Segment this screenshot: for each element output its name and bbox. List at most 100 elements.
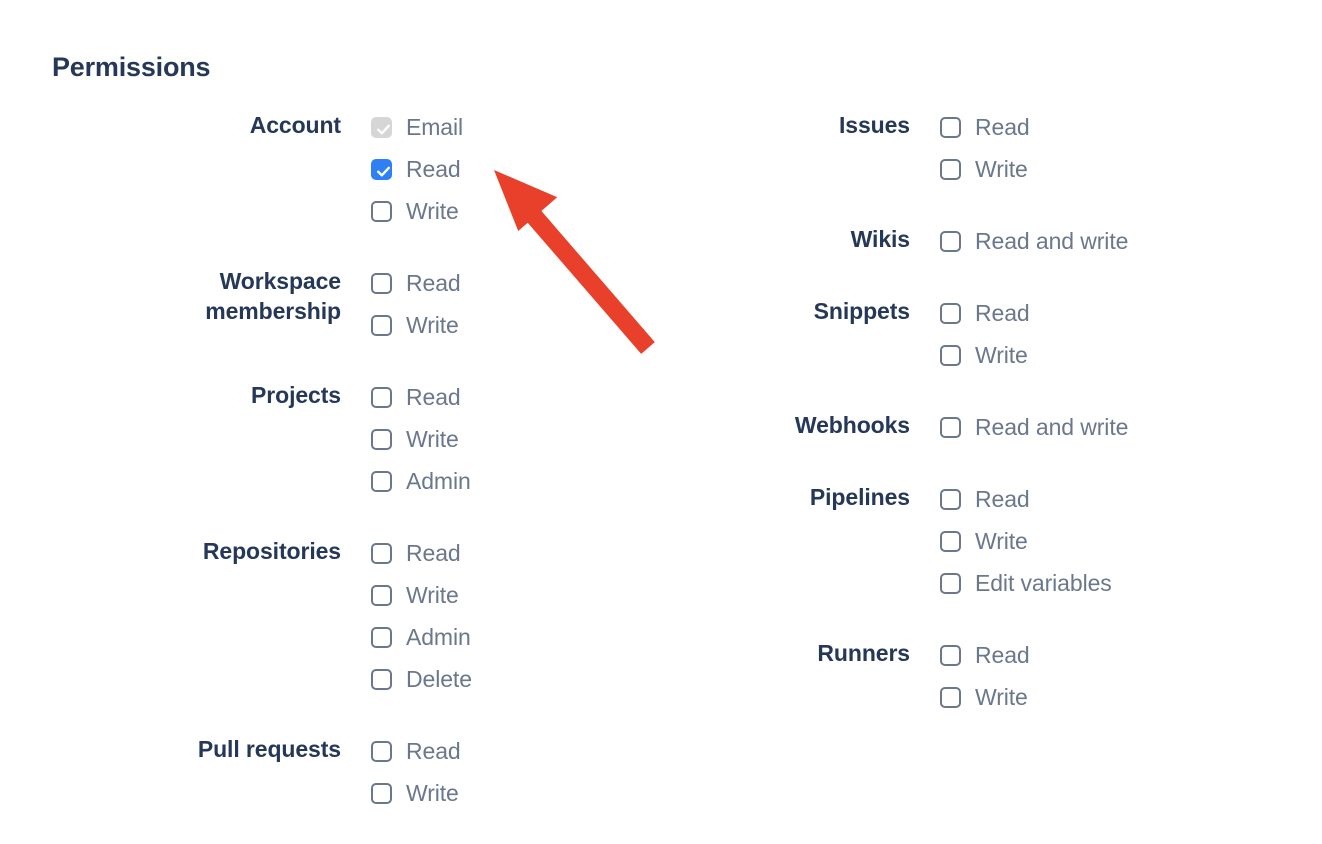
checkbox-repositories-write[interactable] [371, 584, 392, 606]
checkbox-repositories-read[interactable] [371, 542, 392, 564]
checkbox-runners-write[interactable] [940, 686, 961, 708]
permission-group-wikis: Wikis Read and write [690, 218, 1190, 262]
permission-option-account-email[interactable]: Email [371, 106, 463, 148]
permission-option-label: Delete [406, 666, 472, 692]
permission-option-label: Read [406, 540, 461, 566]
permission-option-pipelines-read[interactable]: Read [940, 478, 1112, 520]
permission-option-account-read[interactable]: Read [371, 148, 463, 190]
checkbox-pipelines-read[interactable] [940, 488, 961, 510]
checkbox-pipelines-write[interactable] [940, 530, 961, 552]
permission-group-label: Issues [838, 112, 910, 138]
permission-group-label: Pull requests [197, 736, 341, 762]
checkbox-runners-read[interactable] [940, 644, 961, 666]
checkbox-account-read[interactable] [371, 158, 392, 180]
permission-options: Read and write [910, 218, 1128, 262]
permission-option-projects-read[interactable]: Read [371, 376, 471, 418]
permission-option-label: Write [975, 156, 1028, 182]
permission-group-label: Account [249, 112, 341, 138]
permission-option-projects-admin[interactable]: Admin [371, 460, 471, 502]
checkbox-workspace-membership-write[interactable] [371, 314, 392, 336]
permission-option-runners-write[interactable]: Write [940, 676, 1030, 718]
permission-option-label: Read [406, 156, 461, 182]
permission-option-label: Write [975, 342, 1028, 368]
checkbox-pull-requests-write[interactable] [371, 782, 392, 804]
permission-group-label: Webhooks [794, 412, 910, 438]
permission-option-runners-read[interactable]: Read [940, 634, 1030, 676]
permission-option-label: Write [975, 684, 1028, 710]
permission-option-snippets-write[interactable]: Write [940, 334, 1030, 376]
permission-option-workspace-membership-write[interactable]: Write [371, 304, 461, 346]
checkbox-account-write[interactable] [371, 200, 392, 222]
permission-option-label: Read [975, 642, 1030, 668]
permission-option-pull-requests-read[interactable]: Read [371, 730, 461, 772]
permission-group-label: Repositories [202, 538, 341, 564]
permission-option-snippets-read[interactable]: Read [940, 292, 1030, 334]
checkbox-pipelines-edit-variables[interactable] [940, 572, 961, 594]
permission-option-issues-write[interactable]: Write [940, 148, 1030, 190]
permission-option-pull-requests-write[interactable]: Write [371, 772, 461, 814]
permission-option-label: Read [975, 486, 1030, 512]
permission-option-webhooks-read-and-write[interactable]: Read and write [940, 406, 1128, 448]
checkbox-wikis-read-and-write[interactable] [940, 230, 961, 252]
permission-option-label: Read [406, 384, 461, 410]
checkbox-issues-read[interactable] [940, 116, 961, 138]
permission-option-label: Write [406, 582, 459, 608]
permission-option-pipelines-write[interactable]: Write [940, 520, 1112, 562]
permission-group-label: Wikis [850, 226, 910, 252]
permission-option-repositories-write[interactable]: Write [371, 574, 472, 616]
permission-option-projects-write[interactable]: Write [371, 418, 471, 460]
checkbox-workspace-membership-read[interactable] [371, 272, 392, 294]
permission-option-label: Write [406, 198, 459, 224]
checkbox-snippets-read[interactable] [940, 302, 961, 324]
permission-option-issues-read[interactable]: Read [940, 106, 1030, 148]
checkbox-projects-read[interactable] [371, 386, 392, 408]
checkbox-account-email [371, 116, 392, 138]
permission-option-repositories-admin[interactable]: Admin [371, 616, 472, 658]
permission-option-label: Write [406, 780, 459, 806]
permission-option-label: Edit variables [975, 570, 1112, 596]
checkbox-projects-write[interactable] [371, 428, 392, 450]
permission-option-wikis-read-and-write[interactable]: Read and write [940, 220, 1128, 262]
permission-option-account-write[interactable]: Write [371, 190, 463, 232]
permission-group-label: Workspace membership [205, 268, 341, 324]
permission-option-label: Read [406, 270, 461, 296]
permission-option-repositories-delete[interactable]: Delete [371, 658, 472, 700]
permission-option-label: Write [406, 312, 459, 338]
permission-option-label: Read [975, 114, 1030, 140]
permission-options: Read and write [910, 404, 1128, 448]
permission-option-label: Read [975, 300, 1030, 326]
permission-option-label: Write [406, 426, 459, 452]
permission-option-label: Read [406, 738, 461, 764]
checkbox-issues-write[interactable] [940, 158, 961, 180]
permission-option-label: Admin [406, 624, 471, 650]
checkbox-pull-requests-read[interactable] [371, 740, 392, 762]
permission-option-pipelines-edit-variables[interactable]: Edit variables [940, 562, 1112, 604]
permission-option-label: Write [975, 528, 1028, 554]
checkbox-repositories-delete[interactable] [371, 668, 392, 690]
permission-group-webhooks: Webhooks Read and write [690, 404, 1190, 448]
permission-option-workspace-membership-read[interactable]: Read [371, 262, 461, 304]
checkbox-repositories-admin[interactable] [371, 626, 392, 648]
permission-option-repositories-read[interactable]: Read [371, 532, 472, 574]
permission-option-label: Admin [406, 468, 471, 494]
checkbox-snippets-write[interactable] [940, 344, 961, 366]
checkbox-webhooks-read-and-write[interactable] [940, 416, 961, 438]
checkbox-projects-admin[interactable] [371, 470, 392, 492]
